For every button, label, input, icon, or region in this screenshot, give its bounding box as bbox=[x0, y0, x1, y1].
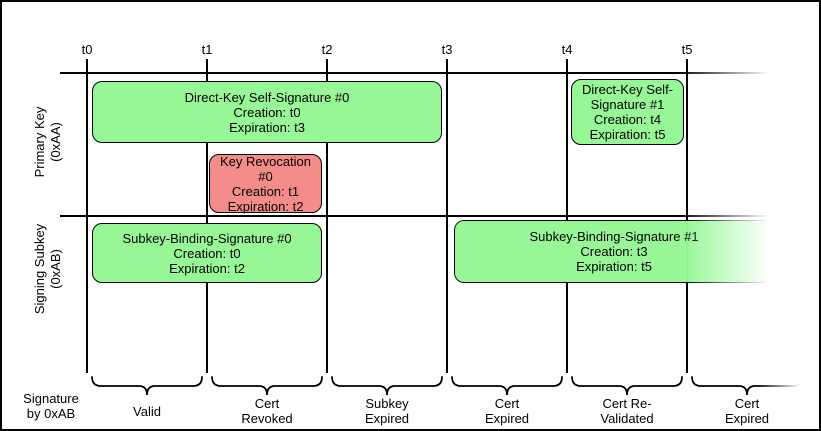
segment-label-line2: Expired bbox=[724, 411, 770, 426]
box-creation: Creation: t0 bbox=[233, 104, 301, 120]
box-direct-key-self-signature-0: Direct-Key Self-Signature #0 Creation: t… bbox=[92, 81, 442, 143]
axis-caption-signature-by-0xab: Signature by 0xAB bbox=[8, 391, 94, 421]
brace-segment-subkey-expired bbox=[331, 376, 443, 396]
box-title: Key Revocation #0 bbox=[219, 153, 312, 184]
segment-label-line1: Cert bbox=[254, 396, 280, 411]
box-direct-key-self-signature-1: Direct-Key Self-Signature #1 Creation: t… bbox=[571, 79, 684, 145]
box-title: Direct-Key Self-Signature #0 bbox=[184, 89, 350, 105]
segment-label-line1: Cert bbox=[494, 396, 520, 411]
box-subkey-binding-signature-1: Subkey-Binding-Signature #1 Creation: t3… bbox=[454, 220, 774, 283]
box-expiration: Expiration: t5 bbox=[576, 259, 652, 274]
segment-label-cert-expired-2: Cert Expired bbox=[689, 395, 805, 427]
row-label-signing-subkey-line2: (0xAB) bbox=[48, 249, 63, 289]
segment-label-line2: Revoked bbox=[241, 411, 293, 426]
brace-segment-cert-revalidated bbox=[571, 376, 683, 396]
brace-segment-valid bbox=[91, 376, 203, 396]
box-expiration: Expiration: t5 bbox=[589, 127, 666, 142]
box-creation: Creation: t1 bbox=[231, 183, 300, 199]
box-title: Subkey-Binding-Signature #0 bbox=[122, 230, 292, 246]
primary-key-axis-line bbox=[60, 72, 777, 74]
segment-label-line1: Valid bbox=[133, 403, 161, 419]
row-label-primary-key: Primary Key (0xAA) bbox=[32, 77, 64, 207]
brace-segment-cert-revoked bbox=[211, 376, 323, 396]
row-label-signing-subkey-line1: Signing Subkey bbox=[32, 223, 47, 315]
tick-label-t3: t3 bbox=[441, 42, 453, 57]
tick-label-t0: t0 bbox=[81, 42, 93, 57]
box-creation: Creation: t3 bbox=[580, 244, 648, 259]
box-creation: Creation: t0 bbox=[173, 245, 241, 261]
box-creation: Creation: t4 bbox=[593, 112, 662, 127]
segment-label-subkey-expired: Subkey Expired bbox=[329, 395, 445, 427]
segment-label-line1: Cert bbox=[734, 396, 760, 411]
segment-label-valid: Valid bbox=[89, 395, 205, 427]
segment-label-line1: Subkey bbox=[365, 396, 409, 411]
segment-label-cert-revalidated: Cert Re- Validated bbox=[569, 395, 685, 427]
box-expiration: Expiration: t2 bbox=[227, 198, 304, 214]
segment-label-line1: Cert Re- bbox=[602, 396, 652, 411]
tick-label-t4: t4 bbox=[561, 42, 573, 57]
row-label-primary-key-line2: (0xAA) bbox=[48, 122, 63, 162]
row-label-signing-subkey: Signing Subkey (0xAB) bbox=[32, 204, 64, 334]
brace-segment-cert-expired-2 bbox=[691, 376, 803, 396]
box-key-revocation-0: Key Revocation #0 Creation: t1 Expiratio… bbox=[209, 153, 322, 214]
box-subkey-binding-signature-0: Subkey-Binding-Signature #0 Creation: t0… bbox=[92, 223, 322, 283]
box-expiration: Expiration: t2 bbox=[169, 260, 245, 276]
axis-caption-line1: Signature bbox=[23, 391, 79, 406]
axis-caption-line2: by 0xAB bbox=[26, 406, 76, 421]
tick-label-t5: t5 bbox=[681, 42, 693, 57]
segment-label-line2: Expired bbox=[364, 411, 410, 426]
tick-label-t1: t1 bbox=[201, 42, 213, 57]
row-label-primary-key-line1: Primary Key bbox=[32, 106, 47, 178]
box-expiration: Expiration: t3 bbox=[229, 119, 305, 135]
brace-segment-cert-expired-1 bbox=[451, 376, 563, 396]
tick-label-t2: t2 bbox=[321, 42, 333, 57]
segment-label-cert-revoked: Cert Revoked bbox=[209, 395, 325, 427]
signing-subkey-axis-line bbox=[60, 215, 777, 217]
segment-label-cert-expired-1: Cert Expired bbox=[449, 395, 565, 427]
box-title: Direct-Key Self-Signature #1 bbox=[581, 82, 674, 112]
segment-label-line2: Expired bbox=[484, 411, 530, 426]
segment-label-line2: Validated bbox=[600, 411, 654, 426]
box-title: Subkey-Binding-Signature #1 bbox=[529, 229, 699, 244]
